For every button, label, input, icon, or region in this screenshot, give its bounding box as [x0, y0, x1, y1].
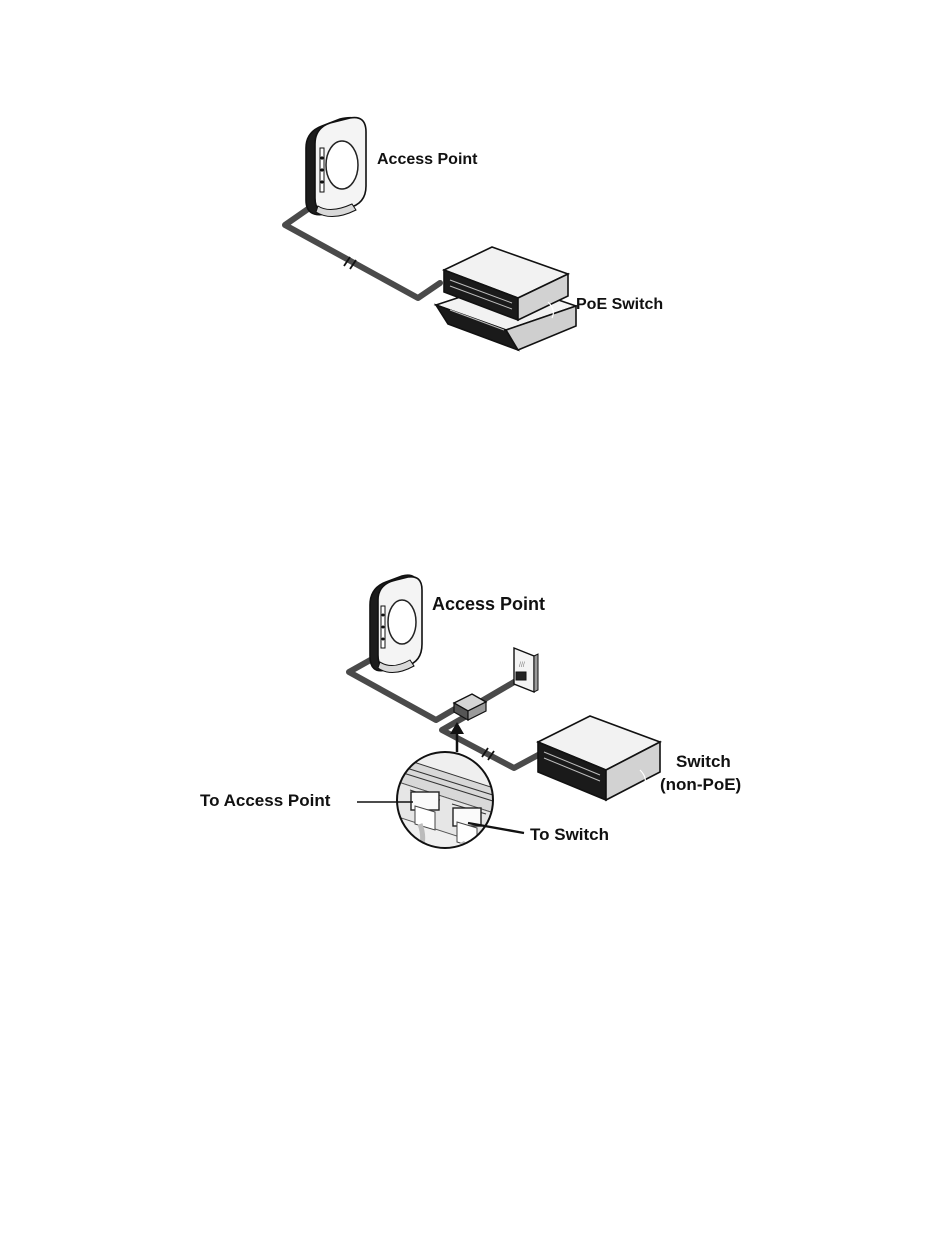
- switch-label-line2: (non-PoE): [660, 775, 741, 794]
- access-point-icon: [306, 118, 366, 217]
- switch-label-line1: Switch: [676, 752, 731, 771]
- switch-icon: [538, 716, 660, 800]
- access-point-icon: [370, 575, 422, 672]
- to-switch-label: To Switch: [530, 825, 609, 844]
- diagram-poe-setup: Access Point PoE Switch: [285, 118, 663, 350]
- zoom-detail-circle: [395, 752, 500, 870]
- poe-switch-label: PoE Switch: [576, 296, 663, 313]
- to-access-point-label: To Access Point: [200, 791, 331, 810]
- svg-text:///: ///: [519, 662, 525, 669]
- access-point-label: Access Point: [377, 151, 478, 168]
- poe-switch-icon: [436, 247, 576, 350]
- ethernet-cable: [285, 202, 440, 298]
- wall-outlet-icon: ///: [514, 648, 538, 692]
- access-point-label: Access Point: [432, 594, 545, 614]
- diagram-injector-setup: Access Point ///: [200, 575, 741, 870]
